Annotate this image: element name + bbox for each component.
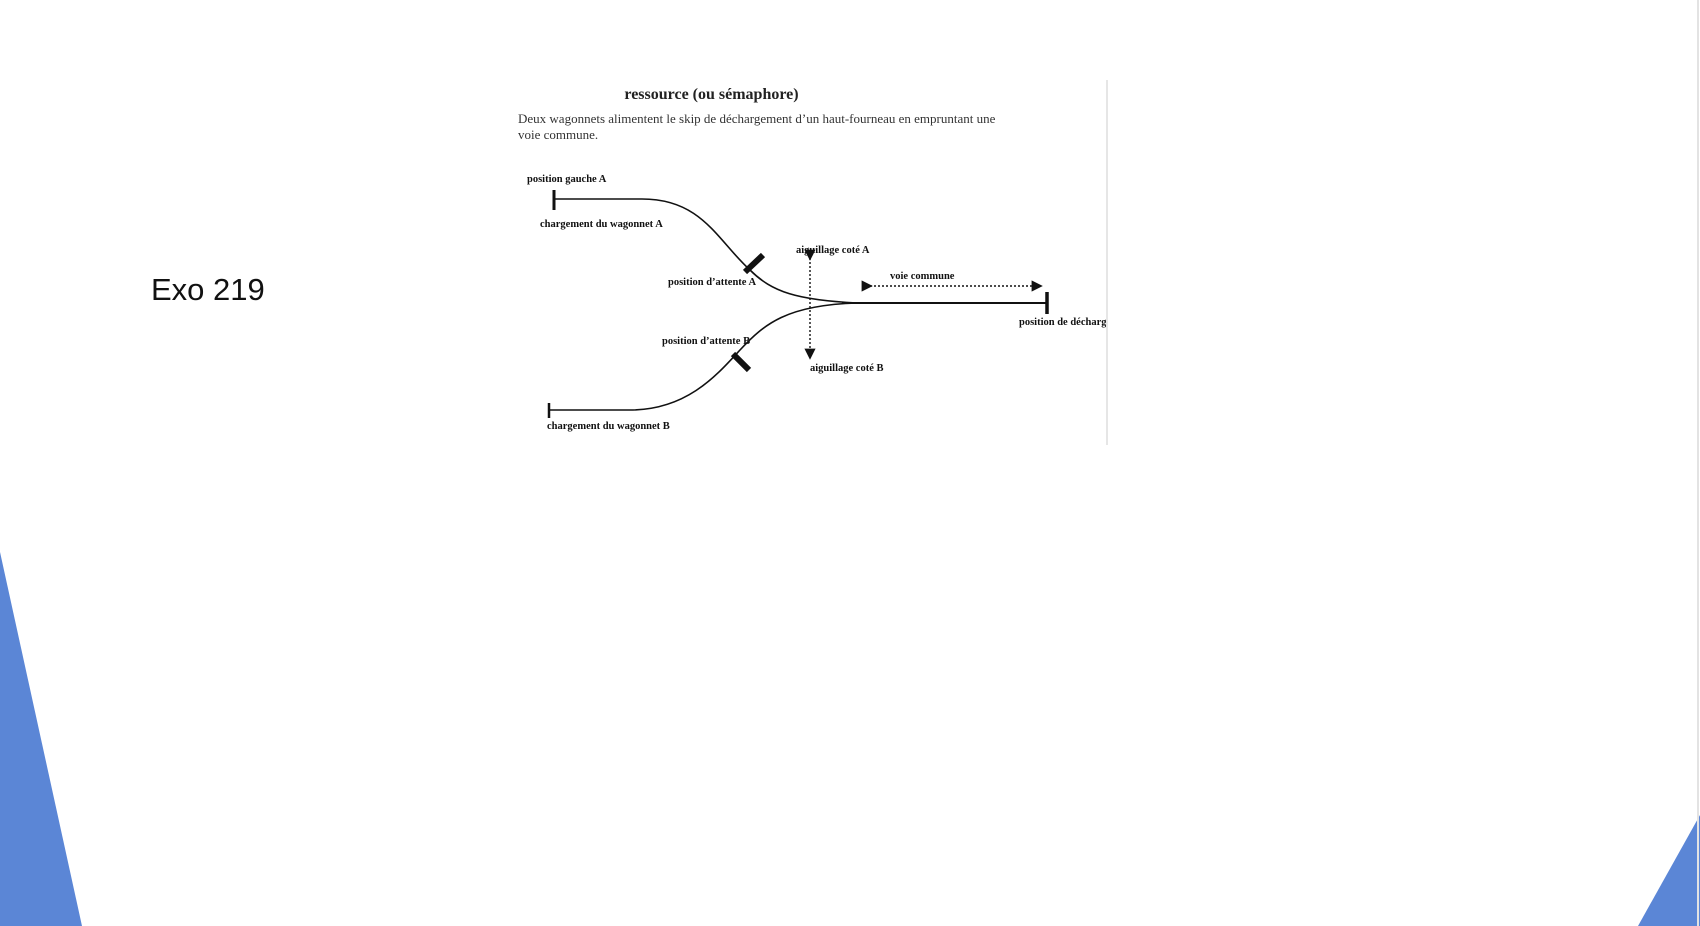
label-position-attente-a: position d’attente A xyxy=(668,277,757,288)
wait-a-signal xyxy=(742,252,766,275)
left-accent-shape xyxy=(0,552,82,926)
label-chargement-a: chargement du wagonnet A xyxy=(540,219,663,230)
figure-title: ressource (ou sémaphore) xyxy=(624,86,799,103)
track-b xyxy=(549,302,858,411)
label-aiguillage-b: aiguillage coté B xyxy=(810,363,884,374)
label-chargement-b: chargement du wagonnet B xyxy=(547,421,670,432)
railway-diagram: position gauche A chargement du wagonnet… xyxy=(527,174,1107,432)
figure-right-border xyxy=(1106,80,1108,445)
label-position-attente-b: position d’attente B xyxy=(662,336,750,347)
label-position-gauche-a: position gauche A xyxy=(527,174,607,185)
slide-title: Exo 219 xyxy=(151,272,265,307)
figure-panel: ressource (ou sémaphore) Deux wagonnets … xyxy=(512,80,1108,445)
label-aiguillage-a: aiguillage coté A xyxy=(796,245,870,256)
label-position-dechargement: position de décharg xyxy=(1019,317,1107,328)
wait-b-signal xyxy=(730,351,752,373)
right-accent-shape xyxy=(1638,815,1700,926)
label-voie-commune: voie commune xyxy=(890,271,955,282)
figure-description: Deux wagonnets alimentent le skip de déc… xyxy=(518,111,996,142)
